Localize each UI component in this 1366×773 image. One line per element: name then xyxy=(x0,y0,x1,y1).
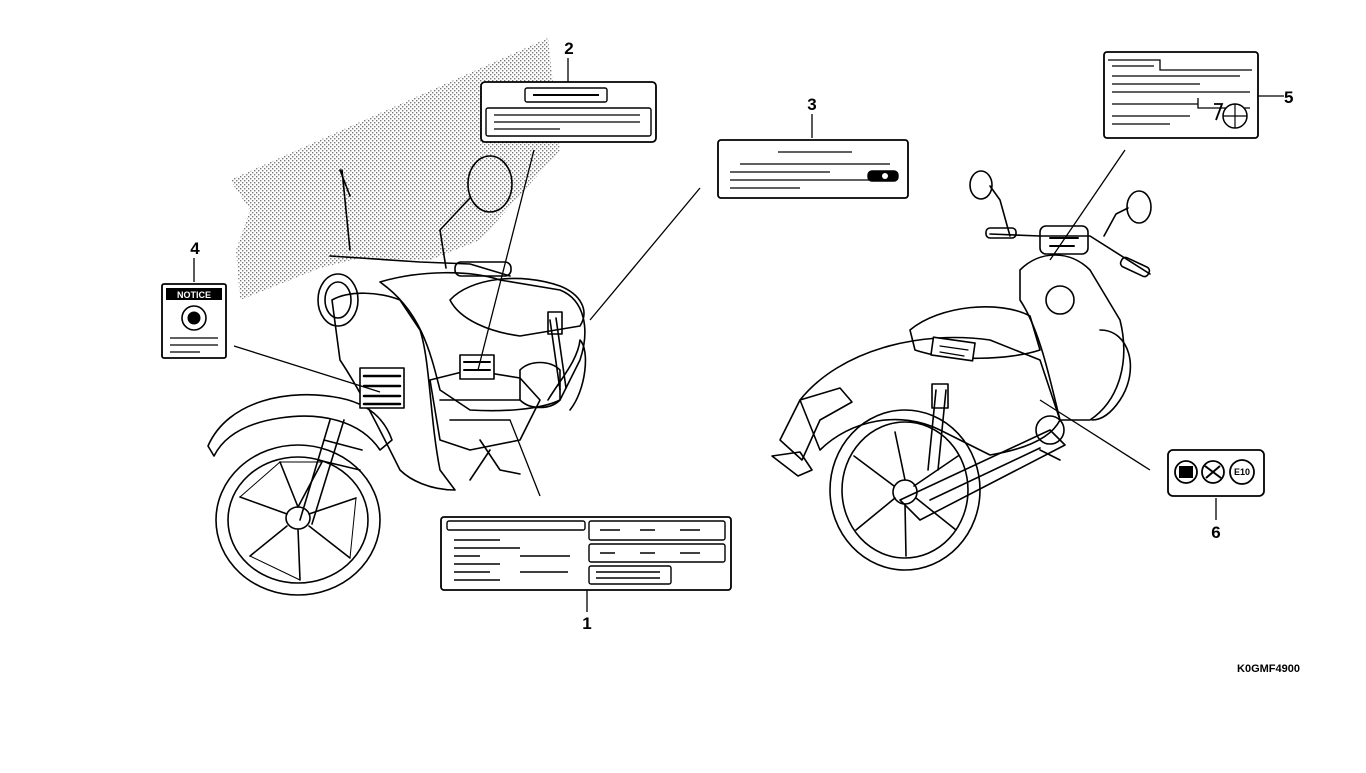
right-seat xyxy=(909,306,1041,360)
callout-4: 4 xyxy=(190,239,200,258)
callout-1: 1 xyxy=(582,614,591,633)
fuel-label-text: E10 xyxy=(1234,467,1250,477)
front-wheel xyxy=(215,444,381,596)
left-mirror xyxy=(467,155,513,213)
callout-5: 5 xyxy=(1284,88,1293,107)
left-seat xyxy=(449,277,585,337)
part-code: K0GMF4900 xyxy=(1237,663,1300,675)
label-6-graphic xyxy=(1167,449,1265,497)
right-motorcycle xyxy=(771,170,1152,571)
leader-lines xyxy=(193,58,1284,612)
callout-2: 2 xyxy=(564,39,573,58)
left-motorcycle xyxy=(207,155,587,596)
callout-6: 6 xyxy=(1211,523,1220,542)
front-fender xyxy=(207,393,393,457)
label-2-graphic xyxy=(480,81,657,143)
headlight xyxy=(317,273,359,327)
label-4-graphic xyxy=(161,283,227,359)
stipple-shading xyxy=(230,38,560,300)
notice-label-text: NOTICE xyxy=(177,290,211,300)
leg-shield xyxy=(331,292,456,491)
rear-wheel xyxy=(829,409,981,571)
label-5-graphic xyxy=(1103,51,1259,139)
label-3-graphic xyxy=(717,139,909,199)
right-mirror-left xyxy=(969,170,993,200)
label-1-graphic xyxy=(440,516,732,591)
right-mirror-right xyxy=(1126,190,1152,224)
callout-3: 3 xyxy=(807,95,816,114)
